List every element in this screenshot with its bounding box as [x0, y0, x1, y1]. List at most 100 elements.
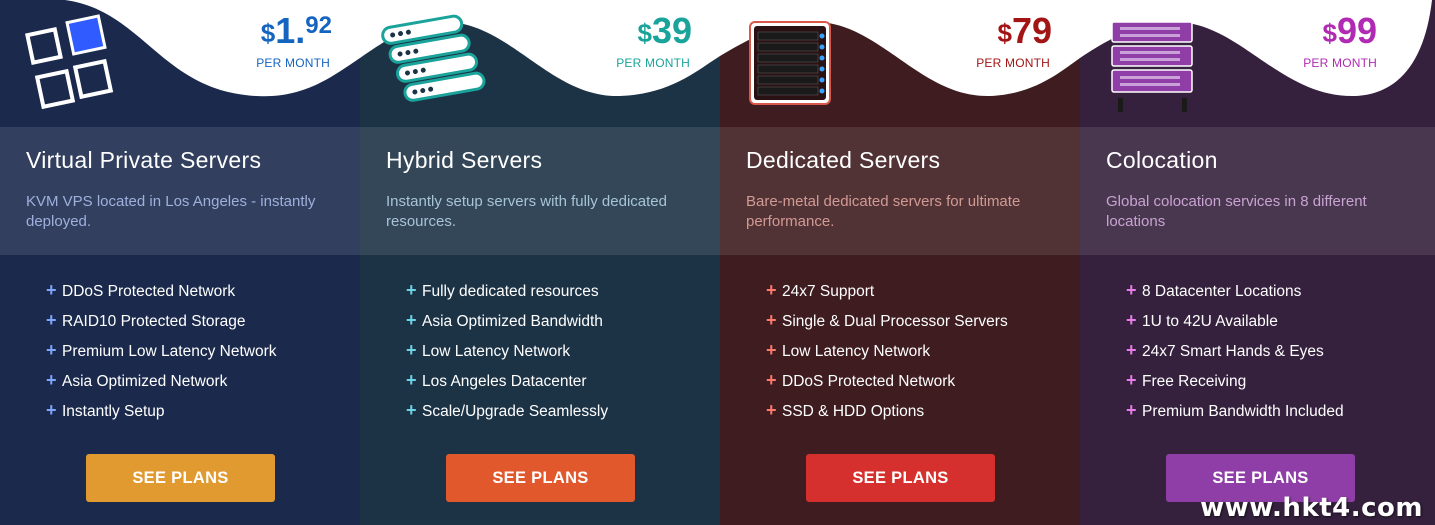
- feature-list: +8 Datacenter Locations +1U to 42U Avail…: [1126, 281, 1344, 431]
- price: $39: [637, 10, 692, 52]
- feature-text: Premium Low Latency Network: [62, 343, 277, 360]
- plus-icon: +: [46, 310, 57, 330]
- feature-list: +24x7 Support + Single & Dual Processor S…: [766, 281, 1008, 431]
- feature-text: Free Receiving: [1142, 373, 1247, 390]
- card-background: [0, 0, 360, 525]
- feature-text: 1U to 42U Available: [1142, 313, 1278, 330]
- card-description: Bare-metal dedicated servers for ultimat…: [746, 193, 1021, 230]
- price-cents: 92: [305, 12, 332, 39]
- dedicated-server-icon: [740, 12, 850, 112]
- feature-item: + SSD & HDD Options: [766, 401, 1008, 431]
- feature-item: + DDoS Protected Network: [766, 371, 1008, 401]
- see-plans-button[interactable]: SEE PLANS: [446, 454, 635, 502]
- card-background: [360, 0, 720, 525]
- plus-icon: +: [766, 400, 777, 420]
- feature-text: Instantly Setup: [62, 403, 165, 420]
- feature-item: +24x7 Support: [766, 281, 1008, 311]
- feature-text: 24x7 Support: [782, 283, 875, 300]
- feature-item: +Scale/Upgrade Seamlessly: [406, 401, 608, 431]
- plus-icon: +: [46, 280, 57, 300]
- feature-text: Premium Bandwidth Included: [1142, 403, 1344, 420]
- see-plans-button[interactable]: SEE PLANS: [86, 454, 275, 502]
- plus-icon: +: [766, 340, 777, 360]
- plus-icon: +: [46, 400, 57, 420]
- plus-icon: +: [766, 280, 777, 300]
- card-header: Dedicated Servers Bare-metal dedicated s…: [720, 127, 1080, 255]
- feature-text: DDoS Protected Network: [782, 373, 956, 390]
- card-title: Hybrid Servers: [386, 147, 543, 173]
- card-description: KVM VPS located in Los Angeles - instant…: [26, 193, 316, 230]
- feature-item: + Asia Optimized Bandwidth: [406, 311, 608, 341]
- server-stack-icon: [380, 12, 490, 112]
- server-rack-icon: [1100, 12, 1210, 112]
- price-currency: $: [637, 18, 652, 48]
- feature-list: + DDoS Protected Network + RAID10 Protecte…: [46, 281, 277, 431]
- plus-icon: +: [406, 280, 417, 300]
- price-amount: 39: [651, 10, 692, 51]
- price-amount: 1.: [275, 10, 306, 51]
- per-month-label: PER MONTH: [1303, 56, 1377, 70]
- plus-icon: +: [406, 400, 417, 420]
- feature-item: + Premium Bandwidth Included: [1126, 401, 1344, 431]
- see-plans-button[interactable]: SEE PLANS: [1166, 454, 1355, 502]
- price: $99: [1322, 10, 1377, 52]
- card-description: Instantly setup servers with fully dedic…: [386, 193, 667, 230]
- feature-text: Low Latency Network: [782, 343, 931, 360]
- price: $79: [997, 10, 1052, 52]
- plus-icon: +: [406, 340, 417, 360]
- feature-text: Fully dedicated resources: [422, 283, 599, 300]
- feature-text: 24x7 Smart Hands & Eyes: [1142, 343, 1324, 360]
- feature-list: + Fully dedicated resources + Asia Optimiz…: [406, 281, 608, 431]
- card-title: Colocation: [1106, 147, 1218, 173]
- per-month-label: PER MONTH: [256, 56, 330, 70]
- card-title: Virtual Private Servers: [26, 147, 262, 173]
- see-plans-button[interactable]: SEE PLANS: [806, 454, 995, 502]
- vps-grid-icon: [20, 12, 130, 112]
- plus-icon: +: [766, 370, 777, 390]
- feature-item: +Los Angeles Datacenter: [406, 371, 608, 401]
- card-background: [1080, 0, 1435, 525]
- feature-text: SSD & HDD Options: [782, 403, 925, 420]
- feature-item: + Low Latency Network: [766, 341, 1008, 371]
- feature-item: +8 Datacenter Locations: [1126, 281, 1344, 311]
- plus-icon: +: [406, 310, 417, 330]
- card-hybrid: $39 PER MONTH Hybrid Servers Instantly s…: [360, 0, 720, 525]
- per-month-label: PER MONTH: [616, 56, 690, 70]
- price-currency: $: [260, 18, 276, 48]
- feature-text: RAID10 Protected Storage: [62, 313, 246, 330]
- plus-icon: +: [46, 370, 57, 390]
- plus-icon: +: [1126, 400, 1137, 420]
- feature-item: + Low Latency Network: [406, 341, 608, 371]
- card-dedicated: $79 PER MONTH Dedicated Servers Bare-met…: [720, 0, 1080, 525]
- feature-item: + RAID10 Protected Storage: [46, 311, 277, 341]
- plus-icon: +: [1126, 370, 1137, 390]
- feature-item: +Asia Optimized Network: [46, 371, 277, 401]
- feature-item: + Instantly Setup: [46, 401, 277, 431]
- feature-item: + Premium Low Latency Network: [46, 341, 277, 371]
- feature-item: + Single & Dual Processor Servers: [766, 311, 1008, 341]
- card-header: Colocation Global colocation services in…: [1080, 127, 1435, 255]
- plus-icon: +: [766, 310, 777, 330]
- feature-item: +24x7 Smart Hands & Eyes: [1126, 341, 1344, 371]
- price: $1.92: [261, 10, 332, 52]
- feature-text: Asia Optimized Bandwidth: [422, 313, 603, 330]
- price-currency: $: [1322, 18, 1337, 48]
- watermark: www.hkt4.com: [1200, 493, 1423, 523]
- plus-icon: +: [1126, 310, 1137, 330]
- card-title: Dedicated Servers: [746, 147, 941, 173]
- plus-icon: +: [406, 370, 417, 390]
- feature-text: 8 Datacenter Locations: [1142, 283, 1302, 300]
- feature-item: + DDoS Protected Network: [46, 281, 277, 311]
- feature-text: Low Latency Network: [422, 343, 571, 360]
- price-amount: 99: [1336, 10, 1377, 51]
- feature-text: DDoS Protected Network: [62, 283, 236, 300]
- card-description: Global colocation services in 8 differen…: [1106, 193, 1367, 230]
- plus-icon: +: [46, 340, 57, 360]
- card-header: Hybrid Servers Instantly setup servers w…: [360, 127, 720, 255]
- card-background: [720, 0, 1080, 525]
- per-month-label: PER MONTH: [976, 56, 1050, 70]
- card-colocation: $99 PER MONTH Colocation Global colocati…: [1080, 0, 1435, 525]
- card-vps: $1.92 PER MONTH Virtual Private Servers …: [0, 0, 360, 525]
- feature-text: Single & Dual Processor Servers: [782, 313, 1008, 330]
